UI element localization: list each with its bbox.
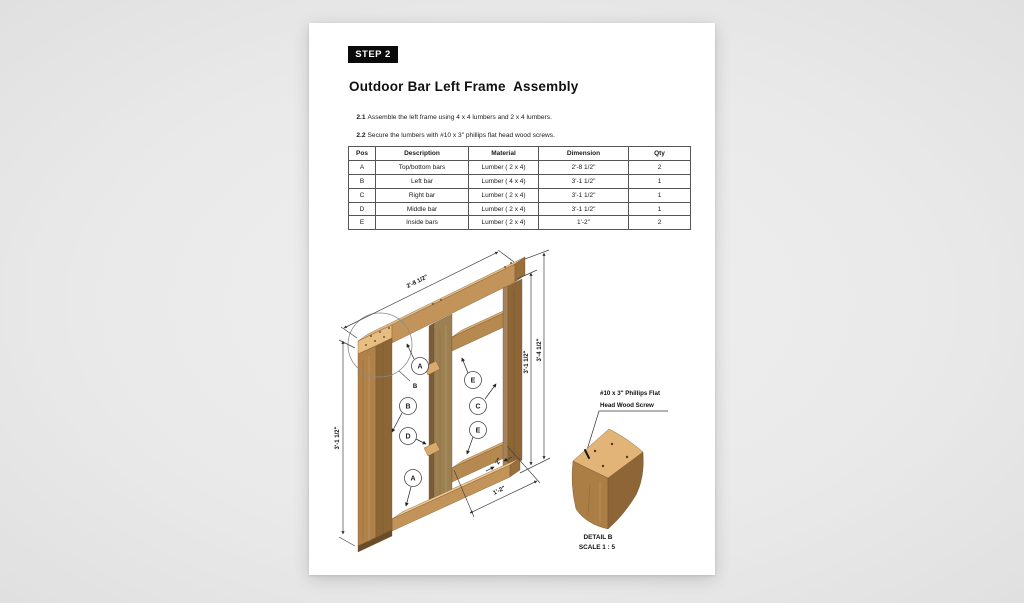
dim-small-offset: 2" xyxy=(495,457,503,465)
svg-text:A: A xyxy=(410,476,415,483)
balloon-top-bar: A xyxy=(411,357,429,375)
joint-wedges xyxy=(423,360,441,457)
assembly-diagram: B 2'-8 1/2" 3'-1 1/2" xyxy=(335,249,668,553)
cell-description: Right bar xyxy=(375,187,469,203)
balloon-inside-lower: E xyxy=(469,421,487,439)
detail-block xyxy=(571,428,644,530)
cell-dimension: 3'-1 1/2" xyxy=(538,187,629,203)
cell-material: Lumber ( 2 x 4) xyxy=(468,187,539,203)
cell-dimension: 2'-8 1/2" xyxy=(538,159,629,175)
table-row: C Right bar Lumber ( 2 x 4) 3'-1 1/2" 1 xyxy=(348,187,691,203)
table-row: D Middle bar Lumber ( 2 x 4) 3'-1 1/2" 1 xyxy=(348,201,691,217)
detail-name: DETAIL B xyxy=(584,534,613,541)
detail-scale: SCALE 1 : 5 xyxy=(579,544,616,551)
svg-text:A: A xyxy=(417,364,422,371)
dimension-lines xyxy=(338,249,551,547)
middle-bar xyxy=(428,313,453,507)
cell-description: Top/bottom bars xyxy=(375,159,469,175)
cell-pos: C xyxy=(348,187,376,203)
svg-text:E: E xyxy=(476,428,481,435)
cell-material: Lumber ( 2 x 4) xyxy=(468,201,539,217)
cell-pos: B xyxy=(348,173,376,189)
cell-pos: E xyxy=(348,215,376,231)
col-header-pos: Pos xyxy=(348,146,376,161)
cell-material: Lumber ( 2 x 4) xyxy=(468,159,539,175)
balloon-left-bar: B xyxy=(399,397,417,415)
col-header-material: Material xyxy=(468,146,539,161)
right-bar xyxy=(502,278,523,471)
dim-left-height: 3'-1 1/2" xyxy=(335,426,341,449)
table-header-row: Pos Description Material Dimension Qty xyxy=(348,146,691,161)
parts-table: Pos Description Material Dimension Qty A… xyxy=(348,146,691,231)
cell-qty: 2 xyxy=(628,215,691,231)
balloon-arrows xyxy=(391,343,497,507)
cell-description: Left bar xyxy=(375,173,469,189)
instruction-number: 2.2 xyxy=(356,132,366,139)
cell-qty: 1 xyxy=(628,187,691,203)
cell-description: Inside bars xyxy=(375,215,469,231)
cell-qty: 1 xyxy=(628,173,691,189)
svg-text:D: D xyxy=(405,434,410,441)
cell-dimension: 3'-1 1/2" xyxy=(538,173,629,189)
balloon-inside-upper: E xyxy=(464,371,482,389)
cell-pos: D xyxy=(348,201,376,217)
cell-dimension: 3'-1 1/2" xyxy=(538,201,629,217)
svg-text:C: C xyxy=(475,404,480,411)
instruction-text: Secure the lumbers with #10 x 3" phillip… xyxy=(367,132,555,139)
svg-text:E: E xyxy=(471,378,476,385)
col-header-dimension: Dimension xyxy=(538,146,629,161)
cell-material: Lumber ( 4 x 4) xyxy=(468,173,539,189)
detail-view: #10 x 3" Phillips Flat Head Wood Screw D… xyxy=(571,390,668,551)
dim-right-outer: 3'-4 1/2" xyxy=(537,338,543,361)
cell-material: Lumber ( 2 x 4) xyxy=(468,215,539,231)
screw-callout-line1: #10 x 3" Phillips Flat xyxy=(600,390,660,397)
balloon-bottom-bar: A xyxy=(404,469,422,487)
page-title: Outdoor Bar Left Frame Assembly xyxy=(349,79,579,94)
cell-qty: 1 xyxy=(628,201,691,217)
cell-qty: 2 xyxy=(628,159,691,175)
table-row: A Top/bottom bars Lumber ( 2 x 4) 2'-8 1… xyxy=(348,159,691,175)
svg-text:B: B xyxy=(405,404,410,411)
screw-callout-line2: Head Wood Screw xyxy=(600,402,654,409)
col-header-qty: Qty xyxy=(628,146,691,161)
left-bar xyxy=(357,337,393,553)
balloons: A B D A E C E xyxy=(399,357,487,487)
table-row: B Left bar Lumber ( 4 x 4) 3'-1 1/2" 1 xyxy=(348,173,691,189)
step-badge: STEP 2 xyxy=(348,46,398,63)
cell-pos: A xyxy=(348,159,376,175)
document-page: STEP 2 Outdoor Bar Left Frame Assembly 2… xyxy=(309,23,715,575)
instruction-number: 2.1 xyxy=(356,114,366,121)
table-row: E Inside bars Lumber ( 2 x 4) 1'-2" 2 xyxy=(348,215,691,231)
cell-description: Middle bar xyxy=(375,201,469,217)
balloon-middle-bar: D xyxy=(399,427,417,445)
screw-icon xyxy=(584,449,590,459)
detail-marker-label: B xyxy=(413,384,418,390)
dim-bottom-inset: 1'-2" xyxy=(492,485,506,496)
instruction-text: Assemble the left frame using 4 x 4 lumb… xyxy=(367,114,552,121)
col-header-description: Description xyxy=(375,146,469,161)
dim-right-inner: 3'-1 1/2" xyxy=(524,350,530,373)
cell-dimension: 1'-2" xyxy=(538,215,629,231)
balloon-right-bar: C xyxy=(469,397,487,415)
